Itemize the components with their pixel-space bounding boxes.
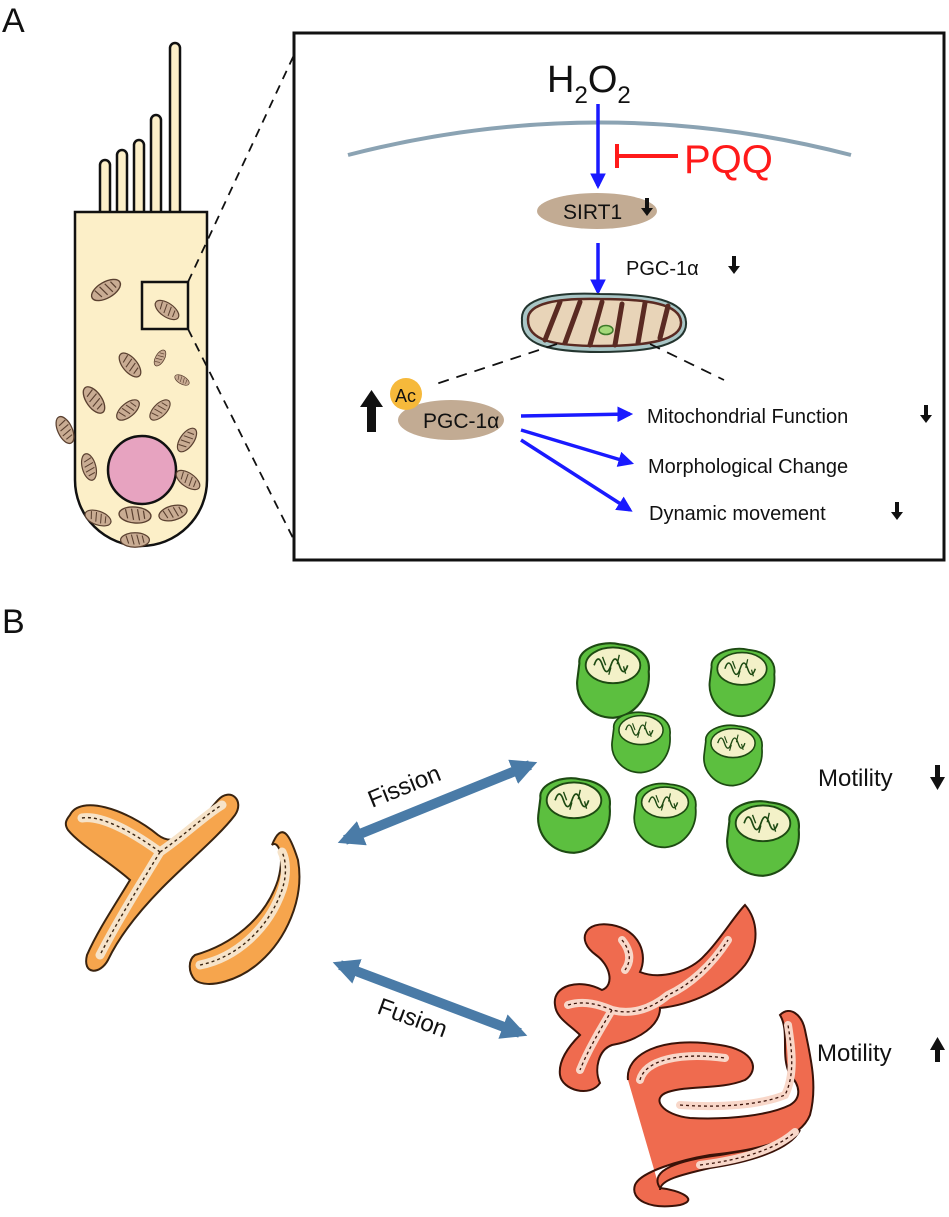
fragmented-mitochondrion — [576, 642, 651, 719]
fragmented-mitochondrion — [726, 800, 801, 877]
fused-mitochondria — [553, 903, 815, 1208]
motility-fission-label: Motility — [818, 765, 893, 792]
up-arrow-icon — [930, 1037, 945, 1062]
panel-b-letter: B — [2, 603, 25, 641]
fragmented-mitochondrion — [537, 777, 612, 854]
acetyl-label: Ac — [395, 386, 416, 406]
fragmented-mitochondrion — [708, 647, 776, 718]
hair-cell — [51, 41, 209, 548]
nucleus — [106, 434, 178, 506]
fragmented-mitochondrion — [633, 782, 697, 849]
outcome-movement: Dynamic movement — [649, 503, 826, 525]
pgc1a-upper-label: PGC-1α — [626, 258, 699, 280]
mito-zoom-line-right — [649, 343, 725, 381]
fragmented-mitochondrion — [703, 724, 763, 787]
mitochondrion-zoom — [520, 292, 688, 354]
sirt1-label: SIRT1 — [563, 201, 622, 224]
outcome-function: Mitochondrial Function — [647, 406, 848, 428]
fragmented-mitochondrion — [611, 711, 671, 774]
pqq-label: PQQ — [684, 138, 773, 182]
fission-double-arrow — [337, 759, 538, 846]
outcome-morphology: Morphological Change — [648, 456, 848, 478]
up-arrow-icon — [360, 390, 383, 432]
arrow-to-function — [520, 406, 634, 423]
zoom-line-bottom — [187, 328, 295, 541]
down-arrow-icon — [930, 765, 945, 790]
stereocilium — [115, 148, 129, 222]
panel-a-letter: A — [2, 2, 25, 40]
kinocilium — [168, 41, 182, 222]
zoom-selection-box — [140, 280, 190, 331]
acetyl-group — [390, 378, 422, 410]
mito-zoom-line-left — [432, 343, 558, 386]
pgc1a-protein — [398, 400, 504, 440]
pgc1a-lower-label: PGC-1α — [423, 410, 499, 433]
arrow-to-morphology — [520, 428, 635, 467]
normal-mitochondria — [64, 793, 301, 985]
arrow-to-movement — [520, 438, 633, 512]
motility-fusion-label: Motility — [817, 1040, 892, 1067]
mitochondrion — [119, 532, 151, 548]
sirt1-protein — [537, 193, 657, 229]
stereocilium — [132, 138, 146, 222]
fusion-double-arrow — [332, 959, 528, 1039]
h2o2-label: H2O2 — [547, 59, 631, 109]
zoom-line-top — [187, 54, 295, 283]
stereocilium — [149, 113, 163, 222]
